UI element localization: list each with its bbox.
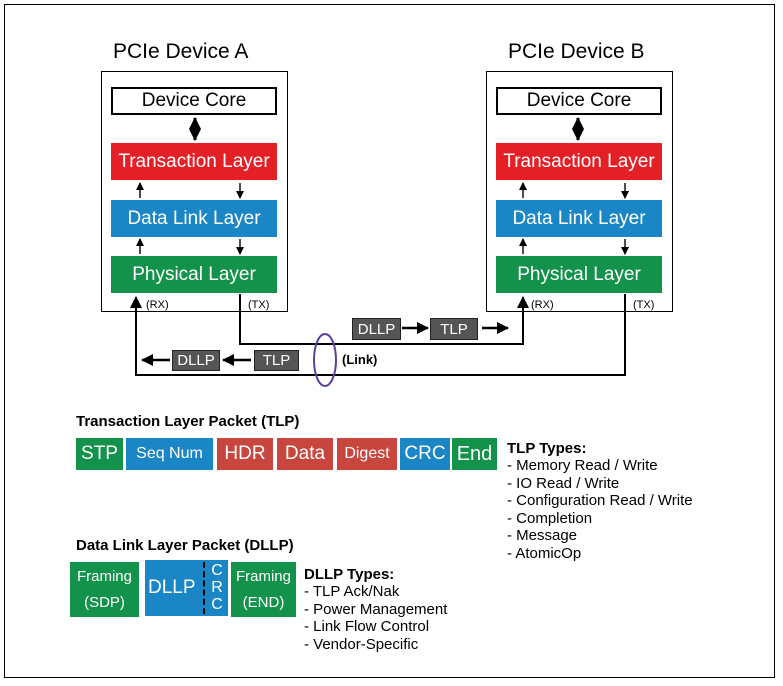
tlp-type-item: - Configuration Read / Write bbox=[507, 492, 693, 509]
lower-dllp-packet: DLLP bbox=[172, 350, 220, 371]
device-a-title: PCIe Device A bbox=[113, 40, 249, 63]
dllp-heading: Data Link Layer Packet (DLLP) bbox=[76, 537, 294, 554]
link-b-to-a bbox=[130, 294, 626, 376]
device-b-physical-layer: Physical Layer bbox=[496, 256, 662, 293]
dllp-type-item: - Link Flow Control bbox=[304, 618, 430, 635]
device-b-core: Device Core bbox=[496, 87, 662, 115]
tlp-field-seq-num: Seq Num bbox=[126, 438, 213, 470]
upper-dllp-packet: DLLP bbox=[352, 318, 401, 340]
device-a-transaction-layer: Transaction Layer bbox=[111, 143, 277, 180]
device-a-physical-layer: Physical Layer bbox=[111, 256, 277, 293]
dllp-type-item: - TLP Ack/Nak bbox=[304, 583, 400, 600]
tlp-type-item: - Message bbox=[507, 527, 578, 544]
device-b-transaction-layer: Transaction Layer bbox=[496, 143, 662, 180]
dllp-type-item: - Power Management bbox=[304, 600, 448, 618]
tlp-field-crc: CRC bbox=[400, 438, 450, 470]
tlp-type-item: - Memory Read / Write bbox=[507, 457, 658, 474]
dllp-crc-field: C R C bbox=[207, 562, 227, 613]
tlp-field-digest: Digest bbox=[337, 438, 397, 470]
device-a-data-link-layer: Data Link Layer bbox=[111, 200, 277, 237]
dllp-types-title: DLLP Types: bbox=[304, 566, 395, 583]
dllp-framing-start-line1: Framing bbox=[76, 567, 132, 585]
tlp-field-hdr: HDR bbox=[217, 438, 273, 470]
tlp-field-data: Data bbox=[277, 438, 333, 470]
dllp-crc-letter: C bbox=[211, 562, 223, 579]
tlp-type-item: - IO Read / Write bbox=[507, 474, 620, 492]
upper-tlp-packet: TLP bbox=[430, 318, 478, 340]
tlp-types-title: TLP Types: bbox=[507, 440, 587, 457]
device-b-rx-label: (RX) bbox=[531, 299, 554, 311]
dllp-type-item: - Vendor-Specific bbox=[304, 635, 419, 653]
dllp-body-label: DLLP bbox=[148, 577, 196, 598]
tlp-heading: Transaction Layer Packet (TLP) bbox=[76, 413, 300, 430]
tlp-field-end: End bbox=[452, 438, 497, 470]
device-b-data-link-layer: Data Link Layer bbox=[496, 200, 662, 237]
link-label: (Link) bbox=[342, 352, 378, 367]
device-a-tx-label: (TX) bbox=[248, 299, 270, 311]
link-ellipse bbox=[313, 333, 337, 387]
dllp-crc-divider bbox=[203, 562, 205, 614]
dllp-framing-end: Framing (END) bbox=[231, 562, 296, 617]
device-a-rx-label: (RX) bbox=[146, 299, 169, 311]
dllp-body-block: DLLP bbox=[145, 560, 228, 616]
dllp-crc-letter: C bbox=[211, 596, 223, 613]
dllp-types-list: - TLP Ack/Nak - Power Management - Link … bbox=[304, 583, 447, 653]
tlp-type-item: - Completion bbox=[507, 509, 593, 527]
tlp-field-stp: STP bbox=[76, 438, 123, 470]
dllp-framing-end-line1: Framing bbox=[235, 567, 291, 585]
dllp-framing-end-line2: (END) bbox=[242, 593, 285, 611]
device-b-title: PCIe Device B bbox=[508, 40, 645, 63]
dllp-crc-letter: R bbox=[211, 579, 223, 596]
tlp-types-list: - Memory Read / Write - IO Read / Write … bbox=[507, 457, 693, 562]
dllp-framing-start: Framing (SDP) bbox=[70, 562, 139, 617]
device-a-core: Device Core bbox=[111, 87, 277, 115]
lower-tlp-packet: TLP bbox=[254, 350, 299, 371]
tlp-type-item: - AtomicOp bbox=[507, 544, 582, 562]
link-a-to-b bbox=[239, 294, 529, 345]
device-b-tx-label: (TX) bbox=[633, 299, 655, 311]
dllp-framing-start-line2: (SDP) bbox=[84, 593, 125, 611]
diagram-frame bbox=[4, 4, 775, 678]
